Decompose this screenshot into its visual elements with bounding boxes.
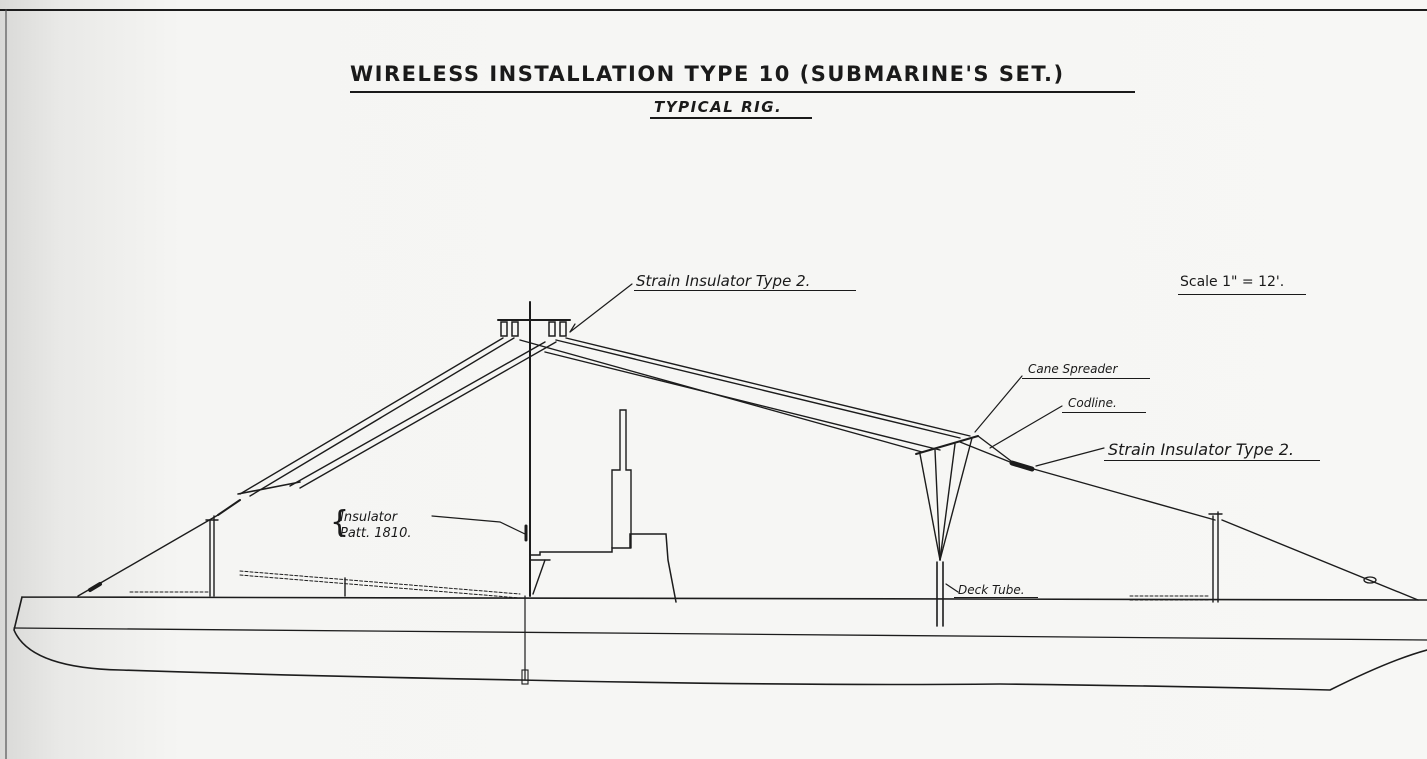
lead-in-1 (919, 453, 941, 561)
label-codline-underline (1062, 412, 1146, 413)
strain-insulator-right-b (559, 321, 567, 337)
label-cane-spreader-underline (1022, 378, 1150, 379)
label-codline: Codline. (1068, 396, 1117, 410)
cane-spreader (915, 435, 979, 455)
fwd-lead (217, 499, 241, 516)
strain-insulator-right-a (548, 321, 556, 337)
leader-strain-right (1035, 447, 1105, 467)
leader-deck-tube (945, 583, 959, 593)
fwd-deck-rail (129, 570, 521, 599)
subtitle-underline (650, 117, 812, 119)
periscope-shroud (611, 409, 632, 549)
mast-brace (532, 559, 546, 595)
drawing-subtitle: TYPICAL RIG. (654, 98, 783, 116)
label-deck-tube: Deck Tube. (958, 583, 1025, 597)
codline-2 (959, 441, 1016, 465)
mast-foot-fitting (521, 669, 529, 685)
aerial-wire-fwd-2 (249, 337, 515, 497)
label-insulator-patt: Patt. 1810. (340, 526, 412, 541)
leader-cane (974, 375, 1023, 433)
aerial-wire-fwd-3 (289, 341, 546, 487)
label-deck-tube-underline (954, 597, 1038, 598)
fwd-stay-insulator (88, 582, 102, 592)
leader-strain-top (569, 283, 633, 333)
aft-stay (1029, 467, 1216, 521)
leader-strain-top-arrow (569, 323, 576, 333)
aerial-wire-aft-1 (555, 339, 961, 439)
leader-insulator (431, 515, 526, 535)
label-strain-insulator-top-underline (634, 290, 856, 291)
lead-in-2 (934, 449, 941, 561)
aft-stay-to-stern (1221, 519, 1419, 601)
insulator-brace: { (330, 505, 350, 540)
scale-underline (1178, 294, 1306, 295)
aerial-wire-fwd-1 (239, 337, 504, 495)
fwd-stay (77, 514, 219, 597)
aerial-wire-fwd-4 (299, 341, 557, 489)
label-strain-insulator-right: Strain Insulator Type 2. (1108, 440, 1294, 459)
codline-1 (977, 435, 1016, 465)
lead-in-4 (939, 437, 973, 561)
label-cane-spreader: Cane Spreader (1028, 362, 1118, 376)
hull-outline (13, 596, 1427, 691)
aerial-wire-aft-2 (565, 337, 971, 437)
aerial-wire-aft-4 (544, 351, 941, 451)
fwd-stanchion (205, 515, 219, 597)
aft-strain-insulator (1009, 460, 1035, 472)
label-strain-insulator-top: Strain Insulator Type 2. (636, 272, 811, 290)
label-insulator: Insulator (340, 510, 398, 525)
leader-codline (989, 405, 1063, 449)
conning-tower (529, 533, 677, 603)
drawing-title: WIRELESS INSTALLATION TYPE 10 (SUBMARINE… (350, 62, 1065, 86)
waterline (13, 627, 1427, 641)
aft-deck-rail (1129, 595, 1211, 601)
deck-tube (936, 561, 944, 627)
stern-fitting (1363, 576, 1377, 584)
lead-in-3 (939, 443, 956, 561)
strain-insulator-left-b (511, 321, 519, 337)
strain-insulator-left-a (500, 321, 508, 337)
label-strain-insulator-right-underline (1104, 460, 1320, 461)
fwd-spreader (237, 481, 301, 495)
aft-stanchion (1208, 511, 1223, 603)
title-underline (350, 91, 1135, 93)
scale-note: Scale 1" = 12'. (1180, 274, 1285, 290)
